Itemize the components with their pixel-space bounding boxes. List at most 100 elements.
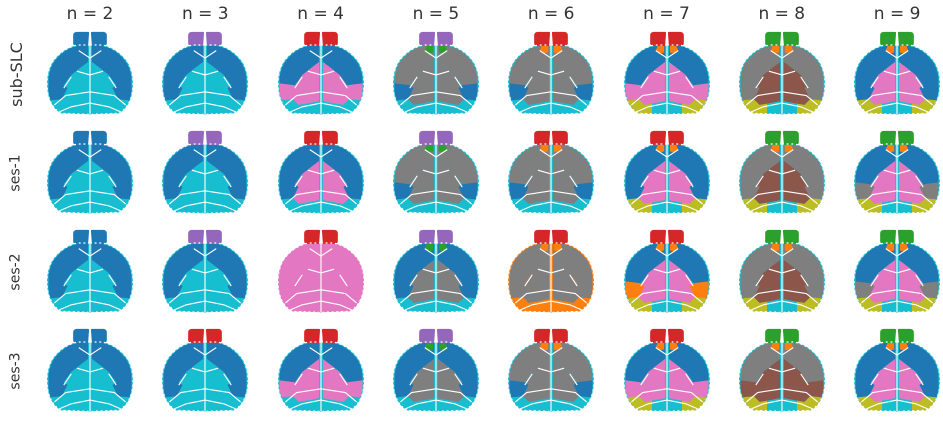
region-lat-left [163,181,183,200]
region-med-left [63,160,89,191]
olfactory-bulb-right [206,229,223,244]
region-lat-right [343,82,363,101]
area-border [896,50,909,59]
region-med-right [91,160,117,191]
brain-outline [853,341,941,413]
area-border [205,102,238,113]
olfactory-bulb-left [764,31,781,46]
area-border [770,50,783,59]
brain-outline [392,143,480,215]
area-border [885,50,898,59]
area-border [422,70,437,76]
region-ant-left [740,144,780,185]
region-mid-left [292,383,319,402]
cortex-regions [738,242,825,314]
olfactory-bulb-right [898,328,914,343]
column-title: n = 2 [66,4,114,24]
region-post-right [91,198,130,214]
region-lat-left [279,379,299,398]
area-border [870,373,879,386]
olfactory-bulb-left [764,328,781,343]
area-border [865,399,898,410]
region-post-right [437,99,476,115]
region-mid-left [292,284,319,303]
area-border [781,289,818,304]
area-border [745,289,782,304]
region-ant-right [783,144,824,185]
region-mid-left [523,185,550,204]
brain-outline [738,341,826,413]
area-border [634,201,667,212]
area-border [205,268,219,274]
area-border [569,76,578,89]
region-lat-left [740,82,760,101]
area-border [338,274,348,287]
area-border [169,388,206,403]
area-border [781,347,794,356]
region-mid-right [898,86,926,105]
area-border [307,70,321,76]
region-ant-right [91,243,132,284]
cortex-regions [392,44,479,116]
olfactory-bulb-right [206,130,223,145]
region-lat-left [394,181,414,200]
region-mid-right [207,185,234,204]
olfactory-bulb-left [764,229,781,244]
region-post-right [91,297,130,313]
region-post-left [50,99,89,115]
area-border [524,274,533,287]
area-border [435,102,468,113]
area-border [78,149,91,158]
region-ant-right [783,243,824,284]
area-border [539,50,552,59]
brain-map [507,229,595,314]
region-mid-left [407,284,435,303]
region-med-left [409,358,435,389]
area-border [800,76,809,89]
region-med-right [207,160,232,191]
region-ant-left [279,342,319,383]
olfactory-bulb-left [73,31,90,46]
area-border [178,175,188,188]
area-border [320,50,333,59]
region-med-left [294,259,319,290]
olfactory-bulb-left [880,328,897,343]
region-med-left [870,160,896,191]
region-mid-left [523,284,550,303]
area-border [293,373,303,386]
area-border [57,300,91,311]
region-ant-left [509,144,550,185]
area-border [666,149,679,158]
region-lat-right [573,379,593,398]
brain-map [161,31,249,116]
area-border [204,347,217,356]
cortex-regions [277,242,364,314]
area-border [284,91,321,106]
area-border [745,91,782,106]
brain-map [507,328,595,413]
region-ant-right [207,45,247,86]
area-border [915,373,924,386]
area-border [639,373,649,386]
area-border [896,248,909,257]
region-ant-right [553,243,593,284]
area-border [89,399,123,410]
area-border [284,289,321,304]
region-lat-right [804,280,824,299]
olfactory-bulb-right [552,130,569,145]
brain-map [161,328,249,413]
area-border [770,347,783,356]
column-title: n = 9 [873,4,921,24]
region-lat-left [279,280,299,299]
olfactory-bulb-left [649,328,666,343]
region-mid-right [207,86,234,105]
area-border [454,274,463,287]
region-ant-left [48,45,89,86]
area-border [666,50,679,59]
brain-outline [738,242,826,314]
area-border [403,102,437,113]
olfactory-bulb-left [764,130,781,145]
region-med-left [294,358,319,389]
area-border [173,102,206,113]
olfactory-bulb-right [552,31,569,46]
